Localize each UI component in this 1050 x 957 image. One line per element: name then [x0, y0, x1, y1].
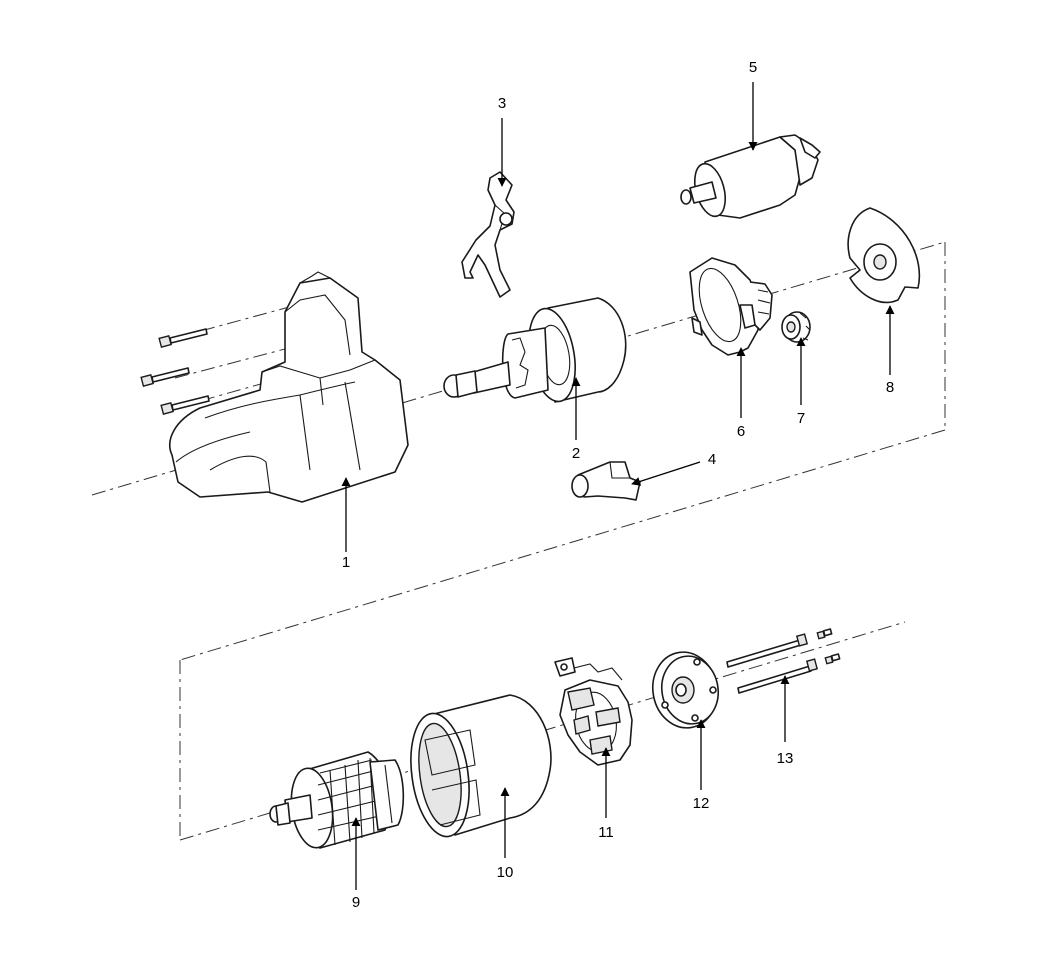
through-bolts — [726, 628, 841, 694]
housing-bolt-1 — [158, 328, 208, 348]
callout-2: 2 — [571, 445, 581, 462]
housing-bolt-3 — [160, 395, 210, 415]
bolt-axis-2 — [174, 344, 301, 379]
through-bolt-1 — [726, 628, 833, 668]
leader-4 — [631, 461, 701, 486]
solenoid-switch — [680, 134, 821, 219]
callout-8: 8 — [885, 379, 895, 396]
front-housing — [169, 271, 409, 503]
housing-bolts — [140, 328, 210, 415]
yoke-housing — [410, 694, 552, 838]
callout-3: 3 — [497, 95, 507, 112]
gear-cover-plate — [847, 207, 921, 304]
shift-lever — [461, 171, 515, 298]
bushing-collar — [571, 461, 641, 501]
callout-7: 7 — [796, 410, 806, 427]
callout-9: 9 — [351, 894, 361, 911]
callout-1: 1 — [341, 554, 351, 571]
callout-4: 4 — [707, 451, 717, 468]
callout-6: 6 — [736, 423, 746, 440]
callout-5: 5 — [748, 59, 758, 76]
armature — [269, 751, 405, 849]
drive-pinion-clutch — [443, 297, 627, 403]
leader-lines — [341, 82, 895, 890]
brush-holder — [554, 657, 633, 766]
rear-end-cover — [652, 651, 719, 729]
callout-10: 10 — [496, 864, 514, 881]
callout-12: 12 — [692, 795, 710, 812]
connector-axis — [179, 429, 946, 661]
callout-11: 11 — [598, 824, 614, 841]
callout-13: 13 — [776, 750, 794, 767]
small-gear — [781, 311, 811, 343]
through-bolt-2 — [737, 653, 841, 694]
intermediate-bearing — [689, 257, 773, 356]
housing-bolt-2 — [140, 367, 190, 387]
